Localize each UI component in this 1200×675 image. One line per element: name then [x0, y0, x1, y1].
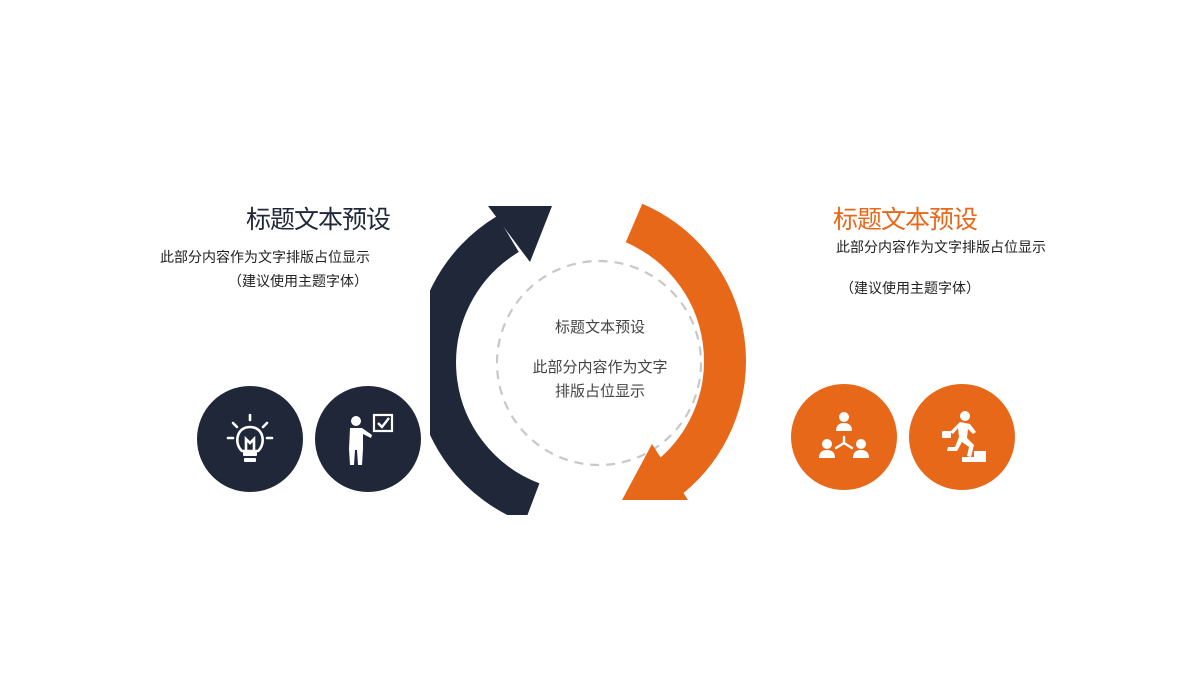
center-body: 此部分内容作为文字排版占位显示: [532, 358, 668, 400]
running-up-stairs-icon: [932, 407, 992, 467]
left-title: 标题文本预设: [245, 205, 391, 234]
presenter-checklist-icon: [338, 409, 398, 469]
left-body-line1: 此部分内容作为文字排版占位显示: [160, 250, 370, 266]
right-title: 标题文本预设: [833, 205, 978, 234]
orange-cycle-arrow: [622, 203, 746, 500]
left-body-line2: （建议使用主题字体）: [228, 274, 368, 290]
runner-circle: [909, 384, 1015, 490]
presenter-circle: [315, 386, 421, 492]
dashed-circle: [495, 259, 703, 467]
left-body: 此部分内容作为文字排版占位显示 （建议使用主题字体）: [130, 246, 370, 294]
team-circle: [791, 384, 897, 490]
right-body-line2: （建议使用主题字体）: [840, 281, 980, 297]
lightbulb-icon: [220, 409, 280, 469]
navy-cycle-arrow: [430, 206, 552, 515]
center-title: 标题文本预设: [554, 318, 645, 336]
right-body-line1: 此部分内容作为文字排版占位显示: [836, 240, 1046, 256]
lightbulb-circle: [197, 386, 303, 492]
cycle-arrows-graphic: [430, 203, 746, 515]
team-hierarchy-icon: [814, 407, 874, 467]
